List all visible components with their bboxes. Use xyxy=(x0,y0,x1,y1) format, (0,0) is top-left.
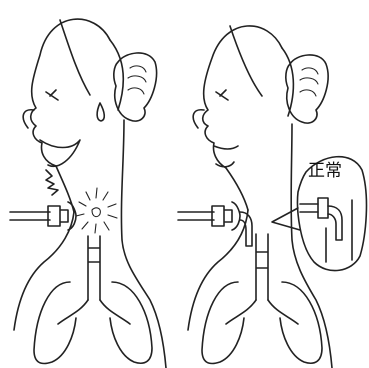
left-mouth xyxy=(40,140,80,166)
right-lung-left xyxy=(202,282,244,364)
left-bronchi xyxy=(58,300,130,324)
left-eye xyxy=(46,90,58,100)
right-tube-cannula xyxy=(240,212,252,246)
left-tear-drop xyxy=(97,103,104,121)
callout-tube-connector xyxy=(318,198,328,218)
callout-pointer xyxy=(272,208,300,230)
right-mouth xyxy=(214,146,238,167)
left-back-of-head xyxy=(110,40,123,110)
right-trachea xyxy=(256,234,268,300)
left-patient-figure xyxy=(10,19,166,368)
left-tube-flange xyxy=(68,202,76,230)
right-ear-inner-3 xyxy=(300,90,316,96)
callout-tube-shaft xyxy=(300,204,318,212)
left-neck-back xyxy=(121,120,166,368)
left-ear-inner-1 xyxy=(130,66,146,72)
right-forehead-line xyxy=(230,26,262,96)
left-tube-connector xyxy=(48,206,68,226)
right-neck-front xyxy=(188,210,248,330)
left-ear-inner-3 xyxy=(128,88,144,94)
left-head-outline xyxy=(31,19,110,166)
right-ear-inner-2 xyxy=(300,78,318,84)
left-lung-left xyxy=(34,282,76,364)
left-ear xyxy=(114,53,157,121)
right-ear xyxy=(286,55,328,123)
callout-tube-cannula xyxy=(328,206,342,240)
right-tube-flange xyxy=(232,202,240,230)
callout-label: 正常 xyxy=(308,161,342,180)
left-air-leak-burst xyxy=(76,188,117,233)
left-trachea xyxy=(88,236,100,300)
right-tube-connector xyxy=(212,206,232,226)
right-patient-figure xyxy=(178,26,332,368)
right-bronchi xyxy=(226,300,298,324)
normal-callout: 正常 xyxy=(272,157,366,271)
left-tube-shaft xyxy=(10,212,50,220)
right-lung-right xyxy=(280,282,322,363)
right-eye xyxy=(216,90,228,100)
left-neck-front xyxy=(14,212,74,330)
right-jaw xyxy=(226,168,248,210)
right-ear-inner-1 xyxy=(302,68,318,74)
left-chin-zigzag xyxy=(46,170,58,195)
right-tube-shaft xyxy=(178,212,214,220)
left-forehead-line xyxy=(60,20,90,95)
left-ear-inner-2 xyxy=(128,76,146,82)
